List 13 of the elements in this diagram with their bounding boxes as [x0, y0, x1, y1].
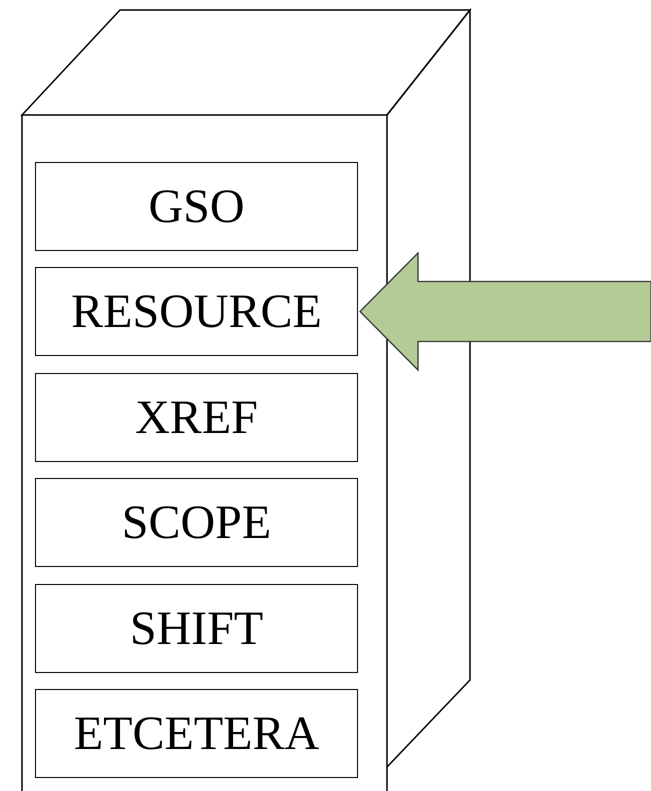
layer-box: [35, 478, 358, 567]
layer-box: [35, 584, 358, 673]
layer-label: XREF: [135, 390, 258, 445]
layer-box: [35, 162, 358, 251]
layer-label: GSO: [148, 179, 245, 234]
block-arrow: [359, 251, 651, 372]
layer-label: RESOURCE: [71, 284, 322, 339]
layer-label: SCOPE: [122, 495, 272, 550]
layer-label: ETCETERA: [74, 706, 320, 761]
layer-label: SHIFT: [130, 601, 264, 656]
layer-box: [35, 373, 358, 462]
layer-box: [35, 689, 358, 778]
layer-box: [35, 267, 358, 356]
